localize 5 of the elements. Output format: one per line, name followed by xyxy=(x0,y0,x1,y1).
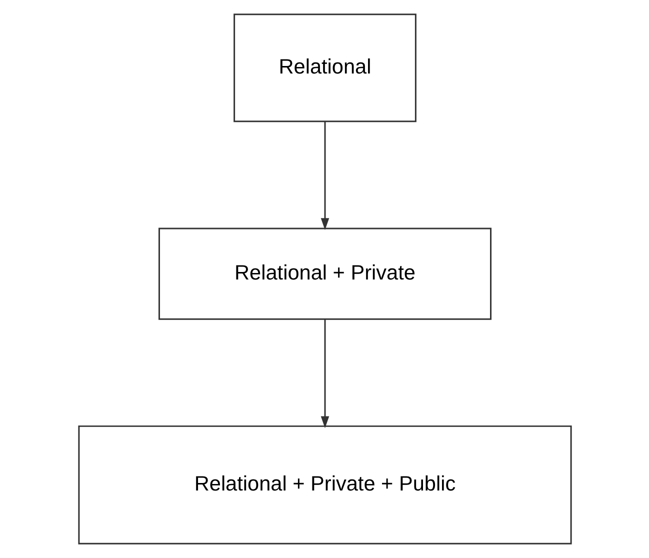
node-box: Relational xyxy=(233,14,416,122)
node-box: Relational + Private xyxy=(158,228,492,320)
arrow xyxy=(320,122,329,230)
node-box: Relational + Private + Public xyxy=(78,425,572,544)
arrow xyxy=(320,319,329,428)
